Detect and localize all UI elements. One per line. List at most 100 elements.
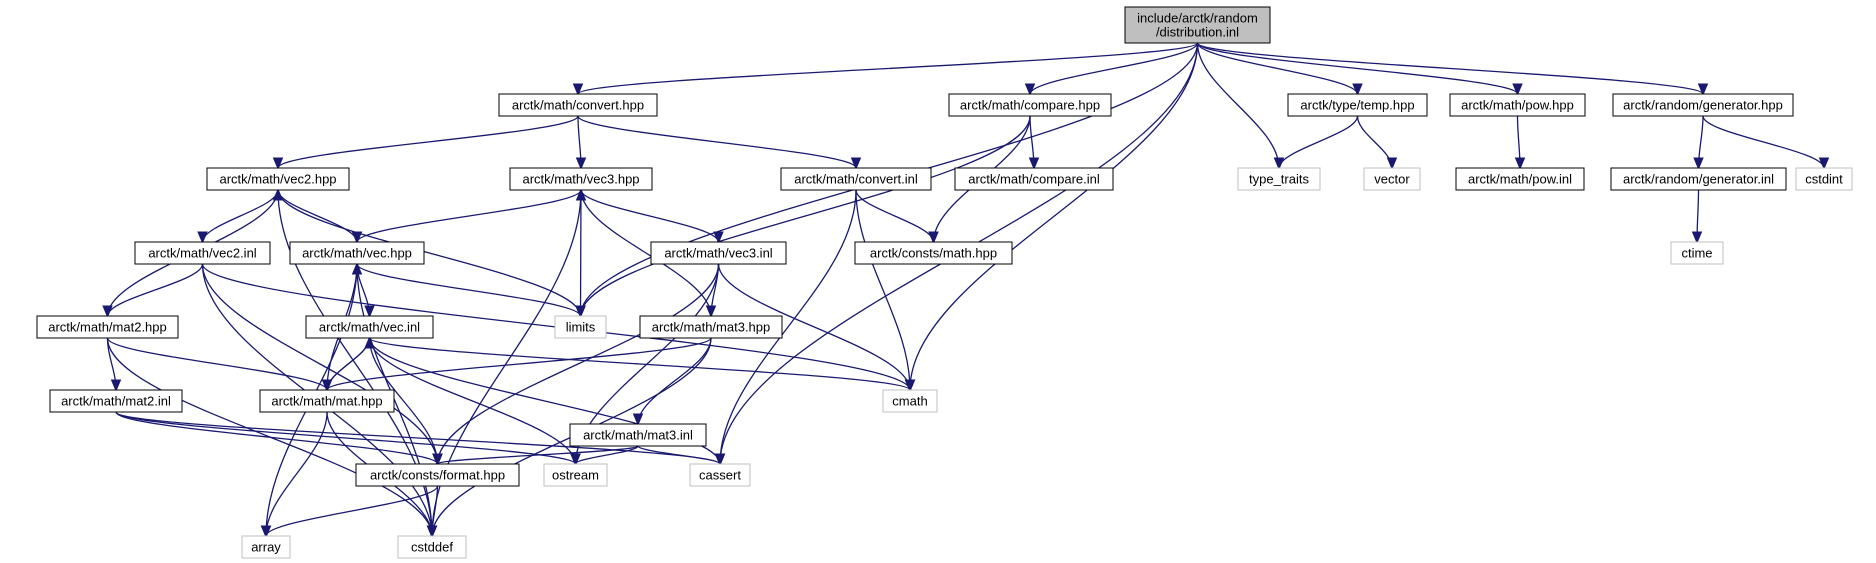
node-label: arctk/math/vec2.hpp	[219, 172, 336, 187]
node-box	[780, 167, 932, 191]
edge-convert_hpp-to-vec2_hpp	[278, 115, 579, 168]
node-consts-math[interactable]: arctk/consts/math.hpp	[854, 241, 1013, 265]
edge-root-to-cmath	[910, 42, 1199, 390]
edge-vec_hpp-to-limits	[356, 263, 581, 316]
node-box	[882, 389, 938, 413]
node-label: vector	[1374, 172, 1410, 187]
node-label: arctk/math/pow.inl	[1468, 172, 1572, 187]
node-box	[689, 463, 751, 487]
node-format-hpp[interactable]: arctk/consts/format.hpp	[355, 463, 520, 487]
edge-compare_hpp-to-limits	[581, 115, 1031, 316]
node-type-traits: type_traits	[1237, 167, 1321, 191]
node-label: arctk/type/temp.hpp	[1300, 98, 1414, 113]
node-root[interactable]: include/arctk/random/distribution.inl	[1124, 6, 1271, 44]
edge-convert_inl-to-cmath	[855, 189, 910, 390]
node-cstddef: cstddef	[397, 535, 467, 559]
node-mat2-inl[interactable]: arctk/math/mat2.inl	[49, 389, 183, 413]
node-box	[206, 167, 350, 191]
edge-vec3_hpp-to-vec3_inl	[580, 189, 719, 242]
node-label: arctk/consts/format.hpp	[370, 468, 505, 483]
node-cassert: cassert	[689, 463, 751, 487]
node-cstdint: cstdint	[1795, 167, 1853, 191]
node-cmath: cmath	[882, 389, 938, 413]
node-label: cstddef	[411, 540, 453, 555]
node-convert-inl[interactable]: arctk/math/convert.inl	[780, 167, 932, 191]
edge-mat3_inl-to-ostream	[576, 445, 639, 465]
edge-vec3_hpp-to-cstddef	[432, 189, 582, 536]
node-generator-inl[interactable]: arctk/random/generator.inl	[1610, 167, 1787, 191]
node-pow-hpp[interactable]: arctk/math/pow.hpp	[1449, 93, 1586, 117]
edge-vec3_inl-to-cmath	[717, 263, 911, 390]
node-label: arctk/math/compare.hpp	[960, 98, 1100, 113]
node-label: arctk/math/vec2.inl	[148, 246, 256, 261]
node-temp-hpp[interactable]: arctk/type/temp.hpp	[1287, 93, 1428, 117]
node-compare-inl[interactable]: arctk/math/compare.inl	[954, 167, 1114, 191]
node-box	[49, 389, 183, 413]
node-label: arctk/math/convert.hpp	[512, 98, 644, 113]
node-vec2-inl[interactable]: arctk/math/vec2.inl	[134, 241, 271, 265]
node-label: type_traits	[1249, 172, 1309, 187]
edge-mat3_hpp-to-vec3_hpp	[581, 190, 712, 317]
edge-generator_hpp-to-generator_inl	[1699, 115, 1704, 168]
node-mat2-hpp[interactable]: arctk/math/mat2.hpp	[36, 315, 179, 339]
edge-mat2_inl-to-ostream	[115, 411, 576, 464]
edge-vec2_hpp-to-limits	[277, 189, 581, 316]
edge-mat2_hpp-to-mat_hpp	[106, 337, 328, 390]
node-box	[134, 241, 271, 265]
node-ctime: ctime	[1670, 241, 1724, 265]
node-mat-hpp[interactable]: arctk/math/mat.hpp	[259, 389, 395, 413]
node-box	[650, 241, 787, 265]
node-box	[1287, 93, 1428, 117]
node-convert-hpp[interactable]: arctk/math/convert.hpp	[498, 93, 658, 117]
node-generator-hpp[interactable]: arctk/random/generator.hpp	[1612, 93, 1794, 117]
edge-mat3_hpp-to-mat_hpp	[327, 337, 712, 390]
edge-format_hpp-to-cstddef	[432, 485, 439, 536]
node-mat3-inl[interactable]: arctk/math/mat3.inl	[569, 423, 707, 447]
node-label: cstdint	[1805, 172, 1843, 187]
edge-root-to-compare_hpp	[1030, 42, 1199, 94]
edge-vec2_inl-to-mat2_hpp	[108, 263, 204, 316]
node-label: arctk/random/generator.hpp	[1623, 98, 1783, 113]
node-box	[954, 167, 1114, 191]
node-label: ostream	[552, 468, 599, 483]
node-box	[1449, 93, 1586, 117]
node-layer: include/arctk/random/distribution.inl arc…	[36, 6, 1853, 559]
node-box	[1612, 93, 1794, 117]
edge-convert_hpp-to-vec3_hpp	[578, 115, 581, 168]
node-mat3-hpp[interactable]: arctk/math/mat3.hpp	[639, 315, 783, 339]
edge-vec2_hpp-to-cstddef	[277, 189, 432, 536]
edge-root-to-pow_hpp	[1196, 42, 1518, 94]
node-box	[355, 463, 520, 487]
node-box	[36, 315, 179, 339]
edge-mat2_inl-to-format_hpp	[115, 411, 438, 464]
node-limits: limits	[554, 315, 607, 339]
edge-mat3_inl-to-cassert	[637, 445, 720, 465]
node-vec3-inl[interactable]: arctk/math/vec3.inl	[650, 241, 787, 265]
node-vec3-hpp[interactable]: arctk/math/vec3.hpp	[509, 167, 653, 191]
node-label: arctk/math/mat2.inl	[61, 394, 171, 409]
edge-vec_inl-to-format_hpp	[368, 337, 438, 464]
edge-mat_hpp-to-vec_inl	[326, 338, 370, 391]
node-box	[1237, 167, 1321, 191]
edge-root-to-generator_hpp	[1196, 42, 1704, 94]
node-box	[1610, 167, 1787, 191]
node-box	[259, 389, 395, 413]
edge-vec3_hpp-to-limits	[581, 189, 582, 316]
node-label: cmath	[892, 394, 927, 409]
node-pow-inl[interactable]: arctk/math/pow.inl	[1455, 167, 1585, 191]
edge-compare_hpp-to-compare_inl	[1030, 115, 1034, 168]
node-compare-hpp[interactable]: arctk/math/compare.hpp	[948, 93, 1112, 117]
node-vec2-hpp[interactable]: arctk/math/vec2.hpp	[206, 167, 350, 191]
node-label: arctk/math/vec.hpp	[302, 246, 412, 261]
edge-convert_hpp-to-convert_inl	[577, 115, 856, 168]
node-box	[1795, 167, 1853, 191]
edge-mat3_inl-to-format_hpp	[438, 445, 639, 464]
node-array: array	[241, 535, 291, 559]
edge-mat_hpp-to-array	[266, 411, 328, 536]
node-label: arctk/random/generator.inl	[1623, 172, 1774, 187]
node-label: ctime	[1681, 246, 1712, 261]
node-vec-inl[interactable]: arctk/math/vec.inl	[305, 315, 434, 339]
edge-vec3_inl-to-format_hpp	[438, 263, 720, 464]
node-vec-hpp[interactable]: arctk/math/vec.hpp	[289, 241, 425, 265]
